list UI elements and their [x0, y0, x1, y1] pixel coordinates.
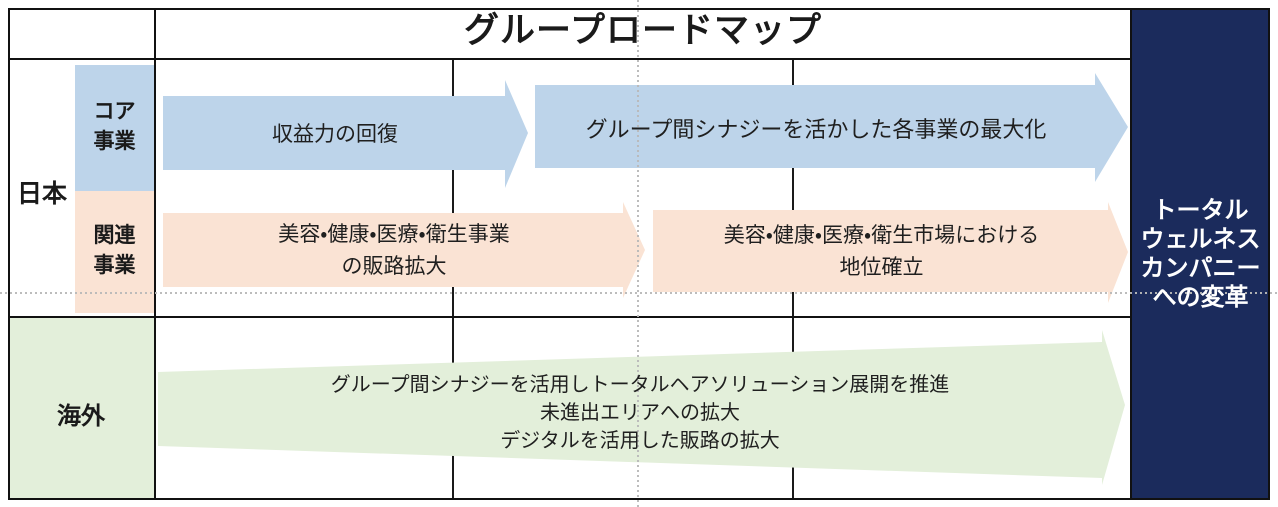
outer-border-right — [1268, 8, 1270, 500]
roadmap-title: グループロードマップ — [464, 11, 822, 50]
overseas-label-cell — [9, 318, 154, 499]
outer-border-top — [8, 8, 1270, 10]
vertical-guide-line — [637, 0, 639, 507]
related-arrow-1-text: 美容・健康・医療・衛生事業 の販路拡大 — [278, 223, 510, 278]
outer-border-bottom — [8, 498, 1270, 500]
overseas-arrow-shape — [158, 330, 1125, 485]
goal-navy-band — [1132, 9, 1269, 499]
overseas-arrow-text: グループ間シナジーを活用しトータルヘアソリューション展開を推進 未進出エリアへの… — [330, 374, 950, 452]
related-arrow-2-shape — [653, 202, 1128, 303]
core-business-label-band — [75, 65, 154, 191]
goal-text: トータル ウェルネス カンパニー への変革 — [1140, 197, 1261, 311]
sub-label-core-business: コア 事業 — [93, 100, 136, 153]
outer-border-left — [8, 8, 10, 500]
row-label-overseas: 海外 — [57, 403, 105, 430]
header-bottom-border — [8, 58, 1132, 60]
japan-overseas-border — [8, 316, 1132, 318]
core-arrow-1-text: 収益力の回復 — [272, 123, 398, 146]
core-arrow-2-text: グループ間シナジーを活かした各事業の最大化 — [585, 117, 1047, 142]
sub-label-related-business: 関連 事業 — [93, 224, 136, 277]
label-column-border — [154, 8, 156, 500]
related-arrow-1-shape — [163, 202, 645, 298]
row-label-japan: 日本 — [16, 180, 67, 208]
goal-band-left-border — [1130, 8, 1132, 500]
core-arrow-2-shape — [535, 73, 1128, 182]
related-arrow-2-text: 美容・健康・医療・衛生市場における 地位確立 — [723, 224, 1040, 279]
horizontal-guide-line — [0, 292, 1278, 294]
core-arrow-1-shape — [163, 80, 528, 188]
